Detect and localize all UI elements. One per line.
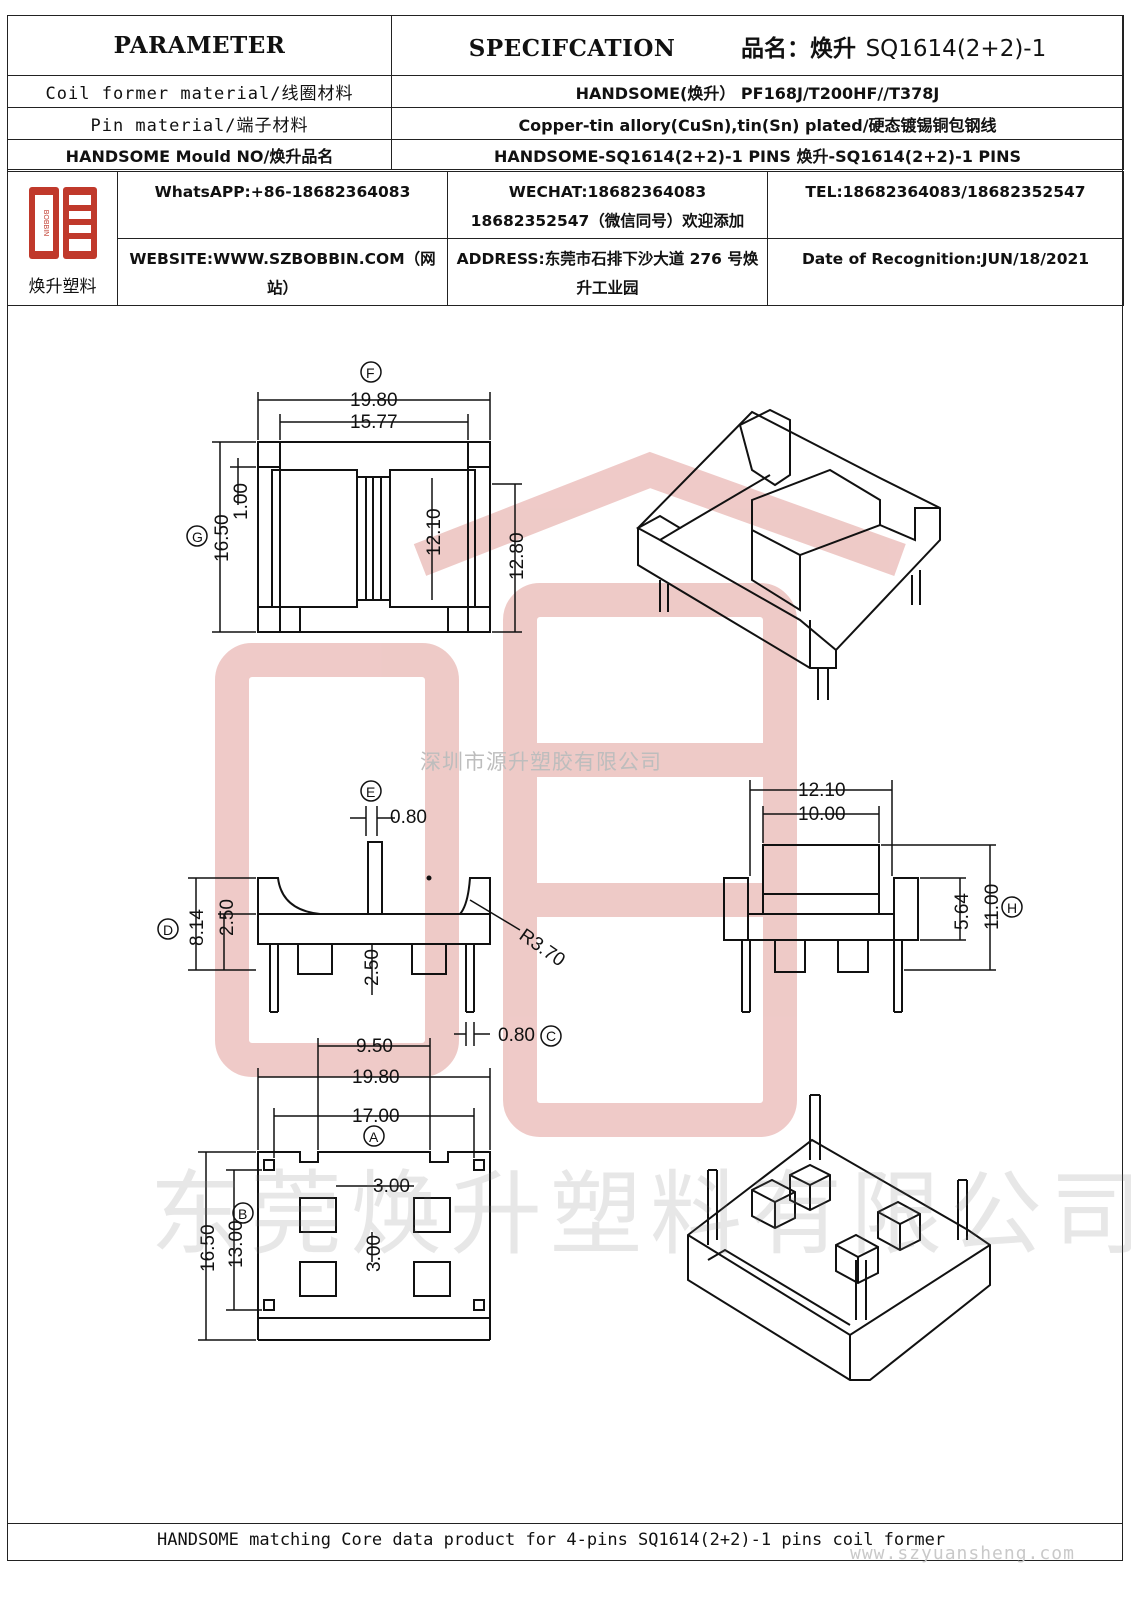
dim-bottom-inner: 17.00 — [352, 1106, 400, 1127]
label-h: H — [1007, 900, 1017, 916]
label-e: E — [366, 784, 375, 800]
header-table: PARAMETER SPECIFCATION 品名：焕升 SQ1614(2+2)… — [7, 15, 1124, 170]
dim-front-post: 2.50 — [362, 949, 383, 986]
dim-pin-thickness: 0.80 — [498, 1025, 535, 1046]
side-view — [723, 780, 1023, 1013]
website: WEBSITE:WWW.SZBOBBIN.COM（网站） — [117, 238, 448, 306]
label-f: F — [366, 365, 375, 381]
telephone: TEL:18682364083/18682352547 — [767, 171, 1124, 239]
address: ADDRESS:东莞市石排下沙大道 276 号焕升工业园 — [447, 238, 768, 306]
footer-website: www.szyuansheng.com — [850, 1543, 1075, 1564]
dim-front-radius: R3.70 — [515, 925, 569, 971]
wechat: WECHAT:18682364083 18682352547（微信同号）欢迎添加 — [447, 171, 768, 239]
product-name-label: 品名：焕升 — [741, 35, 856, 62]
dim-front-base: 2.50 — [217, 899, 238, 936]
dim-square-width: 3.00 — [373, 1176, 410, 1197]
label-g: G — [192, 529, 203, 545]
dim-top-inner-width: 15.77 — [350, 412, 398, 433]
label-d: D — [163, 922, 173, 938]
dim-bottom-height: 16.50 — [198, 1224, 219, 1272]
bottom-view — [198, 1038, 491, 1341]
pin-material-label: Pin material/端子材料 — [7, 107, 392, 140]
footer-note: HANDSOME matching Core data product for … — [7, 1523, 1123, 1561]
isometric-view-bottom — [687, 1094, 991, 1381]
dim-top-flange: 1.00 — [231, 483, 252, 520]
label-b: B — [238, 1206, 247, 1222]
whatsapp: WhatsAPP:+86-18682364083 — [117, 171, 448, 239]
dim-front-height: 8.14 — [187, 909, 208, 946]
label-a: A — [369, 1129, 379, 1145]
dim-top-width: 19.80 — [350, 390, 398, 411]
dim-side-width: 12.10 — [798, 780, 846, 801]
product-name-value: SQ1614(2+2)-1 — [865, 35, 1047, 62]
dim-top-length: 12.80 — [507, 532, 528, 580]
dim-bottom-width: 19.80 — [352, 1067, 400, 1088]
mould-no-value: HANDSOME-SQ1614(2+2)-1 PINS 焕升-SQ1614(2+… — [391, 139, 1124, 170]
dim-side-inner: 10.00 — [798, 804, 846, 825]
logo-mark-text: BOBBIN — [42, 209, 49, 235]
recognition-date: Date of Recognition:JUN/18/2021 — [767, 238, 1124, 306]
mould-no-label: HANDSOME Mould NO/焕升品名 — [7, 139, 392, 170]
logo-cell: BOBBIN 焕升塑料 — [7, 171, 118, 306]
front-view — [157, 780, 562, 1047]
contact-table: BOBBIN 焕升塑料 WhatsAPP:+86-18682364083 WEC… — [7, 171, 1124, 306]
dim-top-height: 16.50 — [212, 514, 233, 562]
label-c: C — [546, 1028, 556, 1044]
company-watermark-text: 深圳市源升塑胶有限公司 — [420, 750, 662, 774]
logo-caption: 焕升塑料 — [28, 276, 97, 297]
dim-bottom-pitch: 9.50 — [356, 1036, 393, 1057]
dim-pin-width: 0.80 — [390, 807, 427, 828]
spec-heading-cell: SPECIFCATION 品名：焕升 SQ1614(2+2)-1 — [391, 15, 1124, 76]
top-view — [186, 361, 522, 633]
dim-top-window: 12.10 — [424, 508, 445, 556]
isometric-view-top — [635, 408, 941, 700]
dim-side-height: 11.00 — [982, 884, 1003, 930]
company-watermark-large: 东莞焕升塑料有限公司 — [150, 1161, 1131, 1268]
company-logo-icon: BOBBIN — [28, 186, 97, 259]
dim-side-base: 5.64 — [952, 893, 973, 930]
dim-bottom-pin-span: 13.00 — [226, 1220, 247, 1268]
dim-square-gap: 3.00 — [364, 1235, 385, 1272]
specification-heading: SPECIFCATION — [468, 34, 676, 62]
